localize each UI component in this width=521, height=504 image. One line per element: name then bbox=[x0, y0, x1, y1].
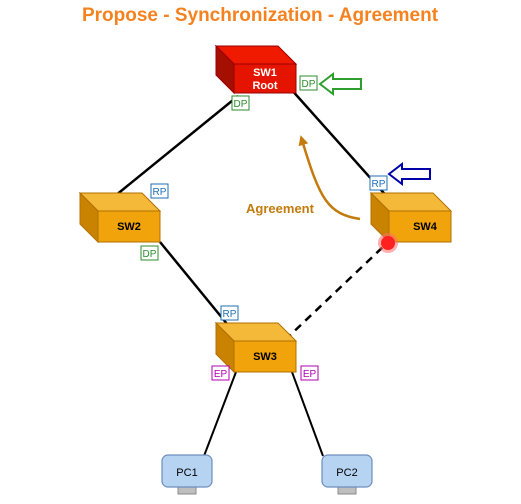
blocked-port-indicator bbox=[378, 233, 398, 253]
port-label-sw1-right: DP bbox=[299, 75, 318, 91]
svg-text:RP: RP bbox=[372, 179, 386, 190]
switch-sw1-name: SW1 bbox=[253, 67, 277, 79]
svg-text:EP: EP bbox=[214, 369, 228, 380]
switch-sw4[interactable]: SW4 bbox=[369, 191, 453, 244]
link-sw2-sw3 bbox=[159, 241, 233, 331]
svg-text:RP: RP bbox=[223, 309, 237, 320]
pc2-label: PC2 bbox=[336, 467, 357, 479]
switch-sw1-role: Root bbox=[252, 80, 277, 92]
port-label-sw3-left-bottom: EP bbox=[211, 365, 230, 381]
arrow-left-blue-icon bbox=[387, 161, 431, 187]
svg-text:RP: RP bbox=[153, 187, 167, 198]
switch-sw1[interactable]: SW1 Root bbox=[214, 44, 298, 95]
switch-sw4-name: SW4 bbox=[413, 221, 438, 233]
port-label-sw4-top: RP bbox=[369, 175, 388, 191]
agreement-arrow-icon bbox=[298, 135, 361, 221]
svg-text:DP: DP bbox=[302, 79, 316, 90]
link-sw3-pc2 bbox=[291, 371, 324, 457]
pc1[interactable]: PC1 bbox=[161, 454, 213, 495]
svg-text:DP: DP bbox=[143, 249, 157, 260]
pc2[interactable]: PC2 bbox=[321, 454, 373, 495]
diagram-title: Propose - Synchronization - Agreement bbox=[82, 5, 439, 26]
link-sw3-sw4-blocked bbox=[284, 244, 386, 341]
switch-sw3[interactable]: SW3 bbox=[214, 321, 298, 374]
link-sw1-sw2 bbox=[109, 95, 239, 201]
pc1-label: PC1 bbox=[176, 467, 197, 479]
link-sw3-pc1 bbox=[203, 371, 237, 457]
switch-sw3-name: SW3 bbox=[253, 351, 277, 363]
port-label-sw3-top: RP bbox=[220, 305, 239, 321]
port-label-sw1-bottom: DP bbox=[231, 95, 250, 111]
switch-sw2[interactable]: SW2 bbox=[78, 191, 162, 244]
svg-text:EP: EP bbox=[303, 369, 317, 380]
svg-text:DP: DP bbox=[234, 99, 248, 110]
port-label-sw2-bottom: DP bbox=[140, 245, 159, 261]
port-label-sw3-right-bottom: EP bbox=[300, 365, 319, 381]
switch-sw2-name: SW2 bbox=[117, 221, 141, 233]
agreement-label: Agreement bbox=[246, 201, 315, 216]
port-label-sw2-top: RP bbox=[150, 183, 169, 199]
arrow-left-green-icon bbox=[318, 71, 362, 97]
